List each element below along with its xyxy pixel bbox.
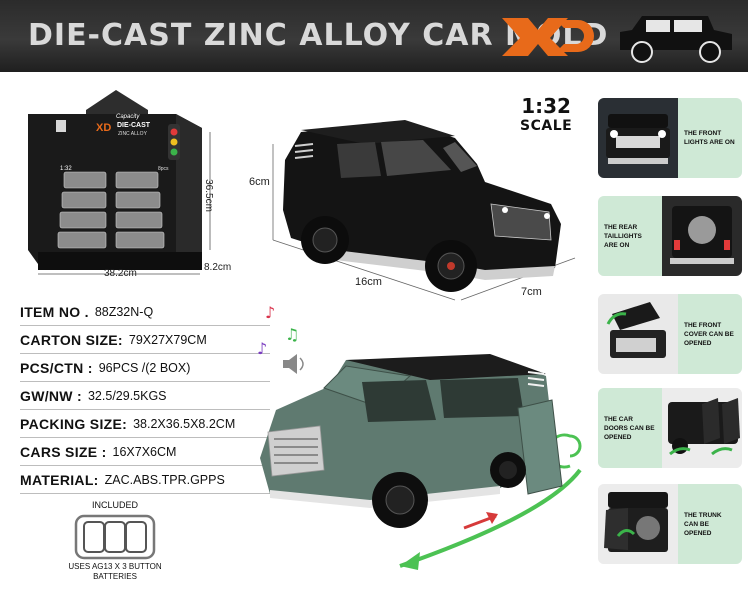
scale-number: 1:32	[521, 94, 571, 118]
feature-caption: THE FRONT COVER CAN BE OPENED	[678, 294, 742, 374]
box-sub1: Capacity	[116, 114, 140, 120]
scale-badge: 1:32 SCALE	[520, 96, 572, 136]
spec-value: 38.2X36.5X8.2CM	[133, 416, 236, 431]
spec-label: CARS SIZE :	[20, 443, 107, 460]
box-sub2: DIE-CAST	[117, 122, 151, 129]
feature-car-doors: THE CAR DOORS CAN BE OPENED	[598, 388, 742, 468]
spec-row-pcs-ctn: PCS/CTN : 96PCS /(2 BOX)	[20, 354, 270, 382]
feature-caption: THE TRUNK CAN BE OPENED	[678, 484, 742, 564]
black-car-graphic	[272, 120, 576, 301]
green-car-feature-image	[250, 290, 600, 590]
svg-text:♪: ♪	[265, 303, 275, 322]
spec-row-cars-size: CARS SIZE : 16X7X6CM	[20, 438, 270, 466]
spec-label: CARTON SIZE:	[20, 331, 123, 348]
spec-value: ZAC.ABS.TPR.GPPS	[104, 472, 225, 487]
spec-row-carton-size: CARTON SIZE: 79X27X79CM	[20, 326, 270, 354]
front-cover-thumbnail	[598, 294, 678, 374]
scale-word: SCALE	[520, 118, 573, 134]
feature-front-cover: THE FRONT COVER CAN BE OPENED	[598, 294, 742, 374]
feature-trunk: THE TRUNK CAN BE OPENED	[598, 484, 742, 564]
svg-text:♪: ♪	[257, 339, 267, 358]
display-box-illustration: XD Capacity DIE-CAST ZINC ALLOY 1:32 8pc…	[26, 80, 231, 280]
box-brand: XD	[96, 122, 112, 134]
rear-taillights-thumbnail	[662, 196, 742, 276]
feature-caption: THE REAR TAILLIGHTS ARE ON	[598, 196, 662, 276]
speaker-icon	[283, 354, 304, 374]
battery-caption: USES AG13 X 3 BUTTON BATTERIES	[40, 562, 190, 582]
black-car-dimension-image: 6cm 16cm 7cm	[249, 100, 585, 310]
car-length-label: 16cm	[355, 276, 382, 288]
feature-caption: THE CAR DOORS CAN BE OPENED	[598, 388, 662, 468]
battery-caption-line2: BATTERIES	[93, 572, 137, 581]
spec-label: PACKING SIZE:	[20, 415, 128, 432]
box-sub3: ZINC ALLOY	[118, 131, 147, 137]
box-count: 8pcs	[158, 166, 169, 172]
spec-value: 96PCS /(2 BOX)	[98, 360, 191, 375]
box-scale: 1:32	[60, 166, 72, 172]
spec-value: 32.5/29.5KGS	[87, 388, 167, 403]
suv-silhouette-icon	[620, 16, 732, 63]
svg-text:♫: ♫	[285, 325, 299, 344]
spec-label: PCS/CTN :	[20, 359, 93, 376]
included-batteries: INCLUDED USES AG13 X 3 BUTTON BATTERIES	[40, 500, 200, 590]
feature-caption: THE FRONT LIGHTS ARE ON	[678, 98, 742, 178]
spec-value: 88Z32N-Q	[94, 304, 154, 319]
spec-row-gw-nw: GW/NW : 32.5/29.5KGS	[20, 382, 270, 410]
brand-logo	[502, 18, 594, 56]
box-height-label: 36.5cm	[202, 179, 214, 212]
box-width-label: 38.2cm	[104, 268, 137, 279]
spec-value: 79X27X79CM	[128, 332, 207, 347]
battery-caption-line1: USES AG13 X 3 BUTTON	[68, 562, 162, 571]
spec-value: 16X7X6CM	[112, 444, 177, 459]
spec-label: MATERIAL:	[20, 471, 99, 488]
spec-label: ITEM NO .	[20, 303, 89, 320]
display-box-graphic	[28, 90, 211, 275]
feature-rear-taillights: THE REAR TAILLIGHTS ARE ON	[598, 196, 742, 276]
spec-row-packing-size: PACKING SIZE: 38.2X36.5X8.2CM	[20, 410, 270, 438]
trunk-thumbnail	[598, 484, 678, 564]
feature-front-lights: THE FRONT LIGHTS ARE ON	[598, 98, 742, 178]
box-depth-label: 8.2cm	[204, 262, 232, 273]
battery-icon	[74, 514, 156, 560]
music-notes-icon: ♪ ♫ ♪	[257, 303, 304, 374]
header-banner: DIE-CAST ZINC ALLOY CAR MOLD	[0, 0, 748, 72]
green-car-graphic	[260, 354, 582, 570]
car-width-label: 7cm	[521, 286, 542, 298]
spec-label: GW/NW :	[20, 387, 82, 404]
car-height-label: 6cm	[249, 176, 270, 188]
included-label: INCLUDED	[91, 500, 138, 510]
front-lights-thumbnail	[598, 98, 678, 178]
spec-row-material: MATERIAL: ZAC.ABS.TPR.GPPS	[20, 466, 270, 494]
spec-row-item-no: ITEM NO . 88Z32N-Q	[20, 298, 270, 326]
car-doors-thumbnail	[662, 388, 742, 468]
spec-list: ITEM NO . 88Z32N-Q CARTON SIZE: 79X27X79…	[20, 298, 270, 494]
